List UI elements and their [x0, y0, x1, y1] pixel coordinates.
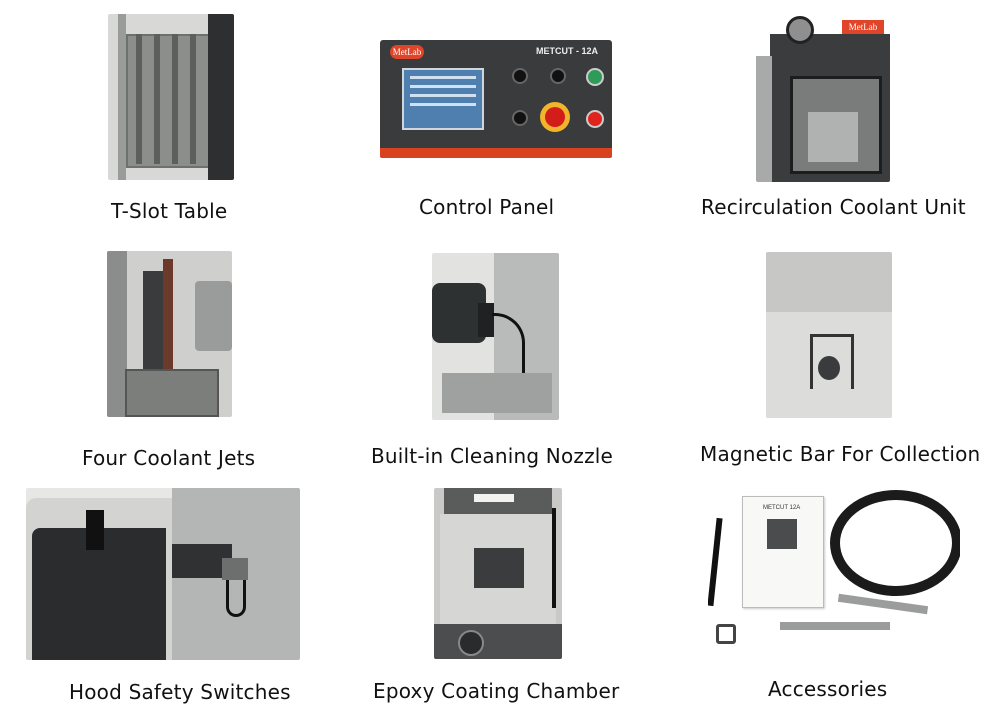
accessories-label: Accessories — [768, 677, 888, 701]
hood-safety-switches-label: Hood Safety Switches — [69, 680, 291, 704]
manual-title-text: METCUT 12A — [763, 505, 801, 511]
t-slot-table-label: T-Slot Table — [111, 199, 228, 223]
wrench-icon — [780, 622, 890, 630]
accessories-photo: METCUT 12A — [708, 488, 960, 648]
cleaning-nozzle-photo — [432, 253, 559, 420]
on-off-knob — [550, 68, 566, 84]
hood-safety-switches-photo — [26, 488, 300, 660]
recirculation-coolant-unit-label: Recirculation Coolant Unit — [701, 195, 966, 219]
cleaning-nozzle-label: Built-in Cleaning Nozzle — [371, 444, 614, 468]
hose-icon — [830, 490, 960, 596]
start-button-icon — [586, 68, 604, 86]
panel-screen — [402, 68, 484, 130]
manual-icon: METCUT 12A — [742, 496, 824, 608]
magnetic-bar-photo — [766, 252, 892, 418]
coolant-knob — [512, 110, 528, 126]
four-coolant-jets-label: Four Coolant Jets — [82, 446, 256, 470]
forward-reverse-knob — [512, 68, 528, 84]
key-icon — [716, 624, 736, 644]
metlab-logo: MetLab — [842, 20, 884, 34]
stop-button-icon — [586, 110, 604, 128]
epoxy-coating-chamber-label: Epoxy Coating Chamber — [373, 679, 620, 703]
metlab-logo: MetLab — [390, 45, 424, 59]
rod-icon — [708, 517, 723, 607]
emergency-stop-icon — [540, 102, 570, 132]
epoxy-coating-chamber-photo — [434, 488, 562, 659]
magnetic-bar-label: Magnetic Bar For Collection — [700, 442, 981, 466]
t-slot-table-photo — [108, 14, 234, 180]
four-coolant-jets-photo — [107, 251, 232, 417]
recirculation-coolant-unit-photo: MetLab — [756, 16, 890, 182]
panel-model-text: METCUT - 12A — [535, 46, 598, 56]
wrench-icon — [837, 593, 929, 615]
control-panel-label: Control Panel — [419, 195, 555, 219]
control-panel-photo: MetLab METCUT - 12A — [380, 40, 612, 158]
